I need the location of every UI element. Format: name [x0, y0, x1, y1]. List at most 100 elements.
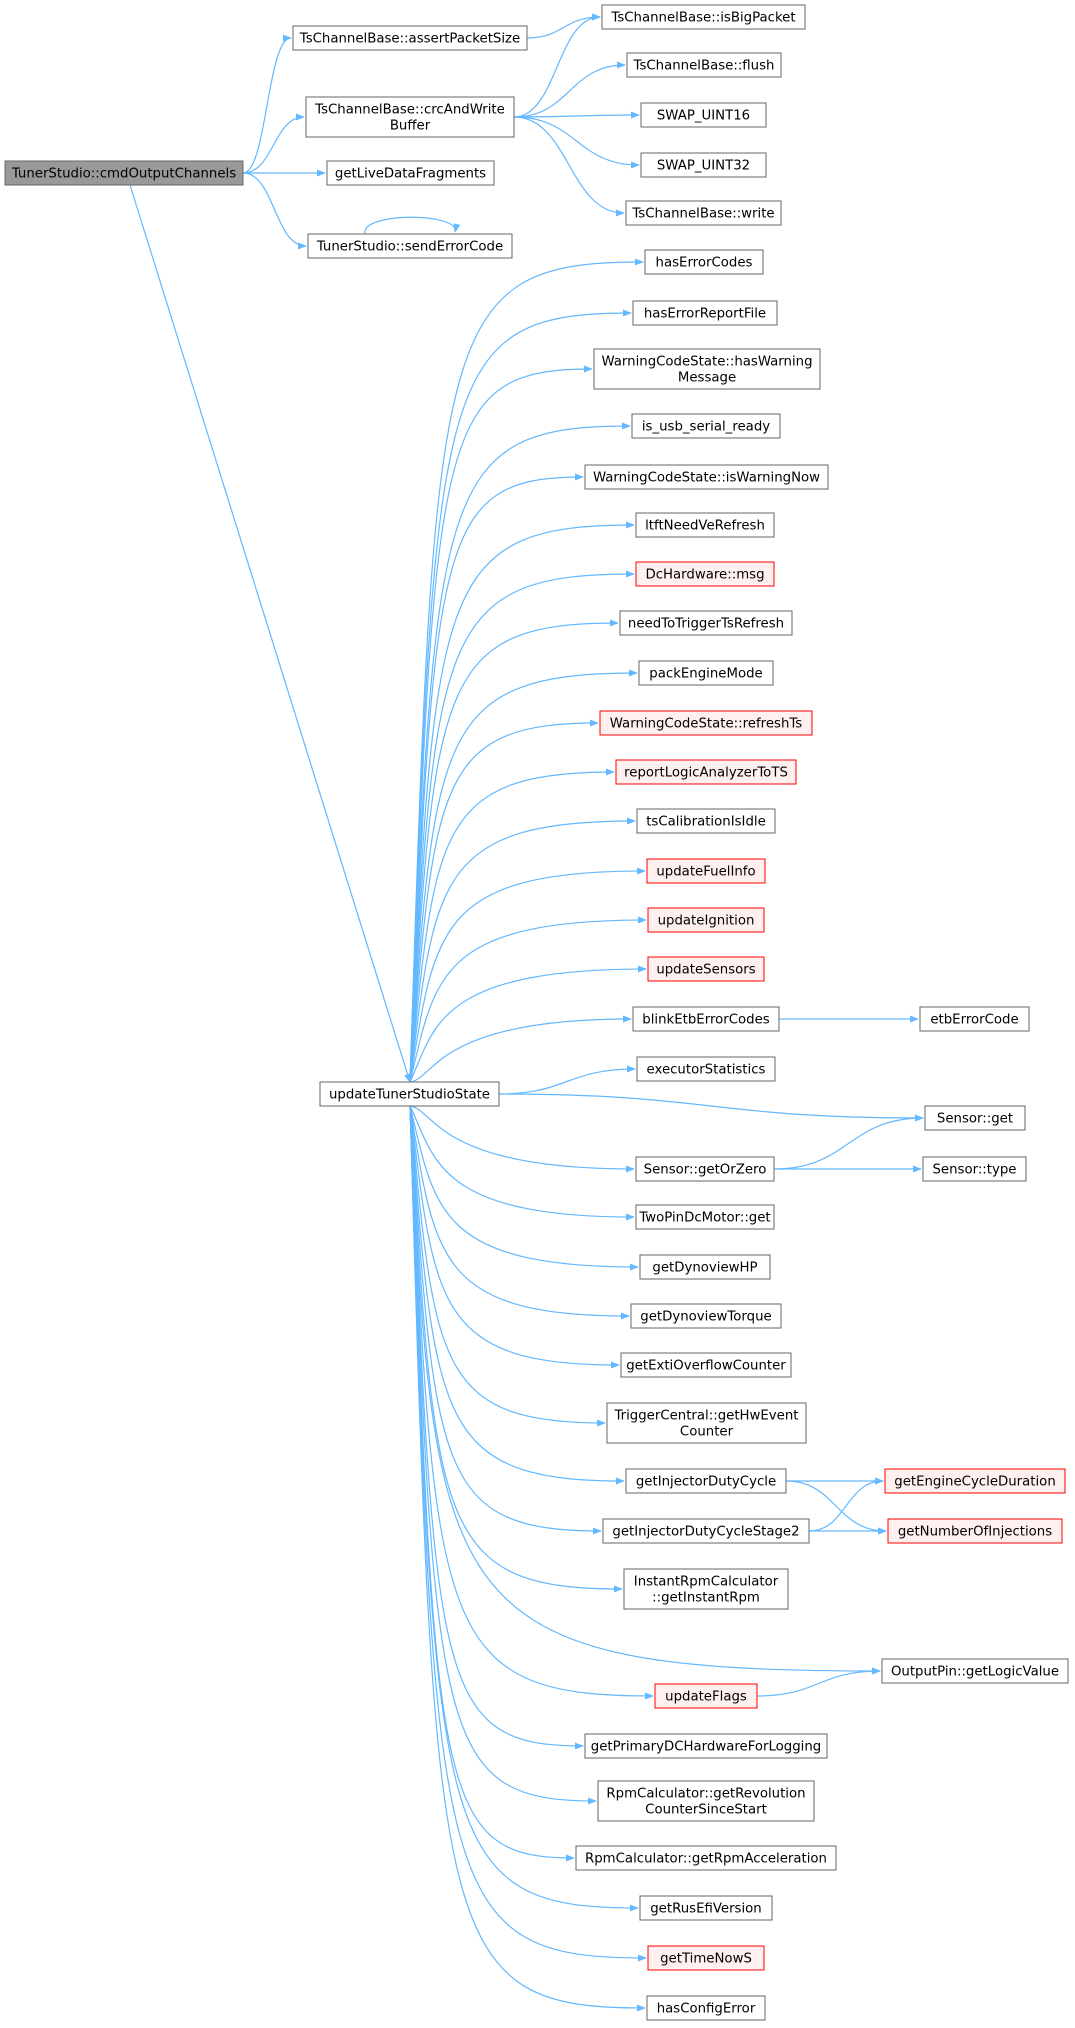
edge-updateTunerStudioState-to-needToTriggerTsRefresh — [409, 619, 619, 1083]
node-hasConfigError[interactable]: hasConfigError — [646, 1995, 766, 2021]
node-getNumberOfInjections[interactable]: getNumberOfInjections — [887, 1518, 1063, 1544]
node-label: etbErrorCode — [930, 1013, 1018, 1028]
node-sensorGetOrZero[interactable]: Sensor::getOrZero — [635, 1156, 775, 1182]
node-reportLogicAnalyzerToTS[interactable]: reportLogicAnalyzerToTS — [615, 759, 797, 785]
node-isBigPacket[interactable]: TsChannelBase::isBigPacket — [601, 4, 806, 30]
node-getRpmAcceleration[interactable]: RpmCalculator::getRpmAcceleration — [575, 1845, 837, 1871]
edge-updateTunerStudioState-to-refreshTs — [409, 719, 599, 1083]
node-getLogicValue[interactable]: OutputPin::getLogicValue — [881, 1658, 1069, 1684]
node-box — [654, 1683, 758, 1709]
node-sensorGet[interactable]: Sensor::get — [924, 1105, 1026, 1131]
node-needToTriggerTsRefresh[interactable]: needToTriggerTsRefresh — [619, 610, 793, 636]
node-getTimeNowS[interactable]: getTimeNowS — [647, 1945, 765, 1971]
node-swap32[interactable]: SWAP_UINT32 — [640, 152, 767, 178]
node-box — [881, 1658, 1069, 1684]
edge-root-to-updateTunerStudioState — [129, 184, 412, 1083]
node-ltftNeedVeRefresh[interactable]: ltftNeedVeRefresh — [635, 512, 775, 538]
node-getLiveDataFragments[interactable]: getLiveDataFragments — [326, 160, 495, 186]
edge-assertPacketSize-to-isBigPacket — [526, 13, 601, 39]
edge-updateTunerStudioState-to-isUsbSerialReady — [409, 422, 631, 1083]
node-isUsbSerialReady[interactable]: is_usb_serial_ready — [631, 413, 781, 439]
node-label: reportLogicAnalyzerToTS — [624, 766, 788, 781]
node-label: hasErrorReportFile — [644, 307, 766, 322]
edge-crcAndWriteBuffer-to-swap32 — [513, 116, 640, 169]
edge-updateTunerStudioState-to-executorStatistics — [498, 1065, 636, 1095]
node-isWarningNow[interactable]: WarningCodeState::isWarningNow — [584, 464, 829, 490]
node-box — [292, 25, 528, 51]
node-sensorType[interactable]: Sensor::type — [922, 1156, 1027, 1182]
node-getEngineCycleDuration[interactable]: getEngineCycleDuration — [884, 1468, 1066, 1494]
node-label: updateIgnition — [658, 914, 755, 929]
node-sendErrorCode[interactable]: TunerStudio::sendErrorCode — [307, 233, 513, 259]
node-getDynoviewHP[interactable]: getDynoviewHP — [639, 1254, 771, 1280]
node-write[interactable]: TsChannelBase::write — [625, 200, 782, 226]
node-label: TsChannelBase::assertPacketSize — [299, 32, 520, 47]
edge-updateFlags-to-getLogicValue — [756, 1667, 881, 1697]
node-assertPacketSize[interactable]: TsChannelBase::assertPacketSize — [292, 25, 528, 51]
node-getDynoviewTorque[interactable]: getDynoviewTorque — [630, 1303, 782, 1329]
node-label: Sensor::getOrZero — [644, 1163, 767, 1178]
node-swap16[interactable]: SWAP_UINT16 — [640, 102, 767, 128]
node-label: TsChannelBase::write — [631, 207, 774, 222]
edge-updateTunerStudioState-to-sensorGetOrZero — [409, 1105, 635, 1173]
node-label: updateSensors — [656, 963, 755, 978]
node-updateFuelInfo[interactable]: updateFuelInfo — [646, 858, 766, 884]
node-box — [638, 660, 774, 686]
edge-getInjectorDutyCycle-to-getNumberOfInjections — [785, 1480, 887, 1535]
edge-updateTunerStudioState-to-updateIgnition — [409, 916, 647, 1083]
node-refreshTs[interactable]: WarningCodeState::refreshTs — [599, 710, 813, 736]
node-getExtiOverflowCounter[interactable]: getExtiOverflowCounter — [620, 1352, 792, 1378]
edge-updateTunerStudioState-to-hasWarningMessage — [409, 365, 593, 1083]
node-box — [647, 1945, 765, 1971]
node-getInjectorDutyCycle[interactable]: getInjectorDutyCycle — [625, 1468, 787, 1494]
node-hasErrorReportFile[interactable]: hasErrorReportFile — [632, 300, 778, 326]
node-blinkEtbErrorCodes[interactable]: blinkEtbErrorCodes — [632, 1006, 780, 1032]
node-updateSensors[interactable]: updateSensors — [647, 956, 765, 982]
edge-root-to-crcAndWriteBuffer — [242, 113, 305, 174]
node-root[interactable]: TunerStudio::cmdOutputChannels — [4, 160, 244, 186]
edge-updateTunerStudioState-to-updateFuelInfo — [409, 867, 646, 1083]
node-label: SWAP_UINT32 — [657, 159, 750, 174]
edge-updateTunerStudioState-to-getInjectorDutyCycle — [409, 1105, 625, 1485]
node-etbErrorCode[interactable]: etbErrorCode — [919, 1006, 1030, 1032]
node-executorStatistics[interactable]: executorStatistics — [636, 1056, 776, 1082]
node-getInstantRpm[interactable]: InstantRpmCalculator::getInstantRpm — [623, 1568, 789, 1610]
node-box — [640, 102, 767, 128]
node-label: hasErrorCodes — [656, 256, 753, 271]
node-hasErrorCodes[interactable]: hasErrorCodes — [644, 249, 764, 275]
edge-updateTunerStudioState-to-ltftNeedVeRefresh — [409, 521, 635, 1083]
node-box — [626, 52, 782, 78]
node-label: blinkEtbErrorCodes — [642, 1013, 769, 1028]
edge-updateTunerStudioState-to-twoPinDcMotorGet — [409, 1105, 635, 1221]
node-getPrimaryDCHardwareForLogging[interactable]: getPrimaryDCHardwareForLogging — [584, 1733, 828, 1759]
node-box — [599, 710, 813, 736]
node-updateFlags[interactable]: updateFlags — [654, 1683, 758, 1709]
node-flush[interactable]: TsChannelBase::flush — [626, 52, 782, 78]
node-getRusEfiVersion[interactable]: getRusEfiVersion — [639, 1895, 773, 1921]
edge-updateTunerStudioState-to-blinkEtbErrorCodes — [409, 1015, 632, 1083]
node-label: updateFlags — [665, 1690, 747, 1705]
node-updateTunerStudioState[interactable]: updateTunerStudioState — [319, 1081, 500, 1107]
edges-layer — [129, 13, 924, 2012]
node-dcHardwareMsg[interactable]: DcHardware::msg — [635, 561, 775, 587]
node-label: WarningCodeState::isWarningNow — [593, 471, 820, 486]
node-getRevolutionCounterSinceStart[interactable]: RpmCalculator::getRevolutionCounterSince… — [597, 1780, 815, 1822]
node-packEngineMode[interactable]: packEngineMode — [638, 660, 774, 686]
node-getInjectorDutyCycleStage2[interactable]: getInjectorDutyCycleStage2 — [602, 1518, 810, 1544]
node-tsCalibrationIsIdle[interactable]: tsCalibrationIsIdle — [636, 808, 776, 834]
edge-updateTunerStudioState-to-sensorGet — [498, 1093, 924, 1122]
node-updateIgnition[interactable]: updateIgnition — [647, 907, 765, 933]
node-box — [632, 300, 778, 326]
node-box — [644, 249, 764, 275]
node-box — [639, 1254, 771, 1280]
node-label: getDynoviewTorque — [640, 1310, 771, 1325]
node-twoPinDcMotorGet[interactable]: TwoPinDcMotor::get — [635, 1204, 775, 1230]
edge-updateTunerStudioState-to-updateFlags — [409, 1105, 654, 1700]
node-label: executorStatistics — [647, 1063, 766, 1078]
edge-crcAndWriteBuffer-to-swap16 — [513, 111, 640, 119]
edge-updateTunerStudioState-to-reportLogicAnalyzerToTS — [409, 768, 615, 1083]
edge-crcAndWriteBuffer-to-flush — [513, 61, 626, 118]
